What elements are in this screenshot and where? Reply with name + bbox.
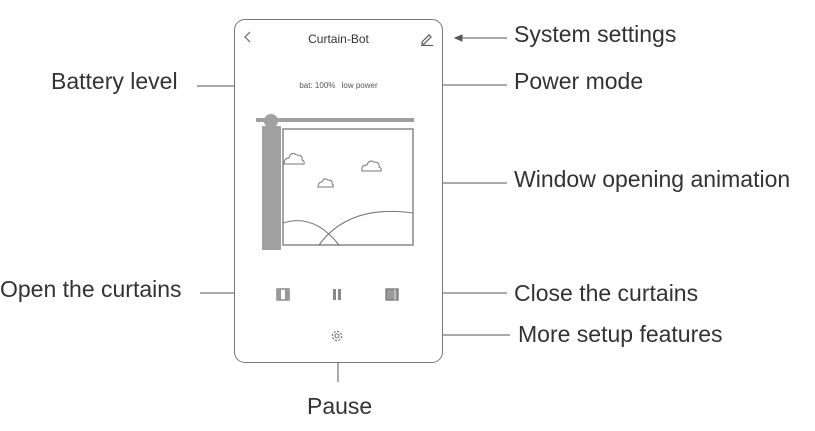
window-opening-animation — [254, 109, 416, 253]
curtain-panel — [262, 126, 281, 250]
edit-pencil-icon[interactable] — [420, 32, 434, 47]
gear-icon — [331, 330, 343, 342]
open-curtains-button[interactable] — [275, 286, 291, 302]
cloud-icon — [283, 153, 382, 188]
app-title: Curtain-Bot — [308, 32, 369, 46]
label-window-animation: Window opening animation — [514, 166, 791, 192]
label-more-setup: More setup features — [518, 321, 723, 347]
curtain-knob — [264, 114, 278, 128]
curtain-open-icon — [276, 288, 290, 301]
close-curtains-button[interactable] — [384, 286, 400, 302]
power-mode: low power — [341, 81, 378, 90]
label-open-curtains: Open the curtains — [0, 276, 182, 302]
status-bar: bat: 100% low power — [235, 81, 442, 90]
pause-icon — [333, 289, 341, 300]
battery-level: bat: 100% — [299, 81, 336, 90]
pause-button[interactable] — [329, 286, 345, 302]
label-power-mode: Power mode — [514, 68, 644, 94]
label-close-curtains: Close the curtains — [514, 280, 699, 306]
label-battery-level: Battery level — [51, 68, 178, 94]
label-pause: Pause — [307, 393, 373, 419]
curtain-rod — [256, 118, 414, 122]
curtain-close-icon — [385, 288, 399, 301]
more-setup-button[interactable] — [329, 328, 345, 344]
label-system-settings: System settings — [514, 21, 677, 47]
back-chevron-icon[interactable] — [243, 30, 253, 46]
phone-frame: Curtain-Bot bat: 100% low power — [234, 19, 443, 363]
window-frame — [282, 128, 414, 246]
